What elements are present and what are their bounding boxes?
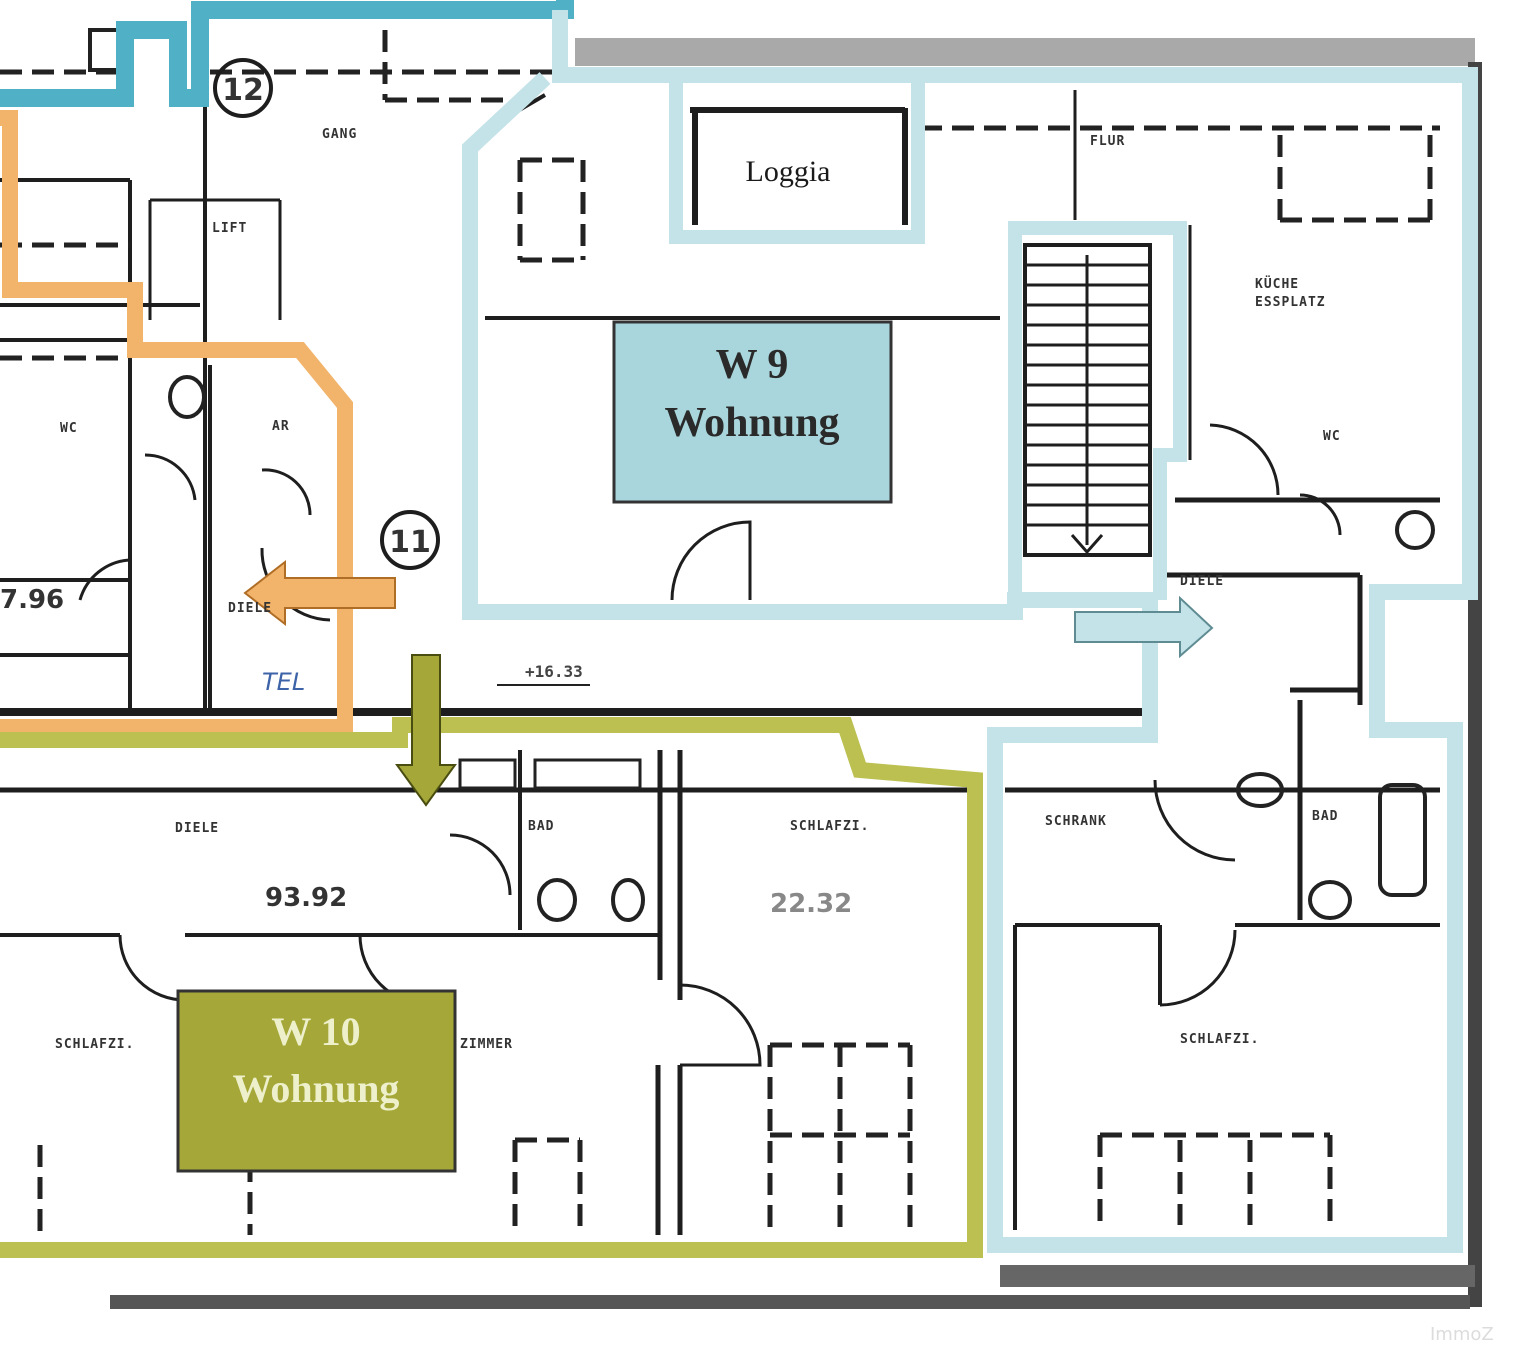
room-label-ar: AR	[272, 419, 290, 434]
room-label-zimmer: ZIMMER	[460, 1037, 513, 1052]
door-w11-a	[78, 558, 131, 601]
shower-icon	[458, 758, 517, 790]
w9-title: W 9	[716, 342, 789, 388]
w9-subtitle: Wohnung	[664, 400, 839, 446]
room-label-schlafzi-w9: SCHLAFZI.	[1180, 1032, 1259, 1047]
tel-label: TEL	[262, 668, 305, 696]
toilet-icon	[1308, 880, 1352, 920]
loggia-outline	[669, 82, 925, 244]
room-label-schlafzi-w10: SCHLAFZI.	[790, 819, 869, 834]
door-bad-w9	[1153, 779, 1236, 862]
level-mark: +16.33	[525, 662, 583, 681]
sink-icon	[611, 878, 645, 922]
room-label-gang: GANG	[322, 127, 357, 142]
room-labels: GANG FLUR KÜCHE ESSPLATZ LIFT WC AR WC D…	[55, 127, 1341, 1052]
w9-box	[612, 320, 893, 504]
outer-walls	[0, 38, 1482, 1309]
dashed-lines	[0, 30, 1440, 1235]
sink-icon	[1236, 772, 1284, 808]
room-label-wc-w9: WC	[1323, 429, 1341, 444]
room-label-diele-w11: DIELE	[228, 601, 272, 616]
room-label-diele-w9: DIELE	[1180, 574, 1224, 589]
room-label-kueche: KÜCHE	[1255, 276, 1299, 292]
w11-entrance-arrow	[243, 559, 396, 627]
toilet-icon	[1395, 510, 1435, 550]
area-w10: 93.92	[265, 883, 347, 913]
south-wall-shadow	[1000, 1265, 1475, 1287]
room-label-flur: FLUR	[1090, 134, 1125, 149]
w12-number: 12	[222, 73, 264, 108]
w11-circle	[380, 510, 440, 570]
door-wohnung-w10	[449, 833, 512, 896]
w9-stair-outline	[1008, 221, 1187, 600]
room-label-schrank: SCHRANK	[1045, 814, 1107, 829]
door-ar	[261, 468, 312, 516]
w9-outline	[462, 10, 1478, 1253]
bathtub-icon	[533, 758, 642, 790]
unit-arrows	[243, 559, 1214, 807]
w9-entrance-arrow	[1074, 595, 1214, 659]
w10-entrance-arrow	[395, 654, 457, 807]
north-wall-shadow	[575, 38, 1475, 66]
shaft-icon	[88, 28, 122, 72]
door-wc-w9-b	[1299, 493, 1342, 536]
staircase	[1023, 243, 1152, 557]
w10-subtitle: Wohnung	[233, 1066, 400, 1111]
unit-circles: 12 11	[213, 58, 440, 570]
fixtures	[88, 28, 1435, 922]
w12-circle	[213, 58, 273, 118]
room-label-bad-w10: BAD	[528, 819, 554, 834]
area-w11: 7.96	[0, 585, 64, 615]
bathtub-icon	[1378, 783, 1427, 897]
toilet-icon	[537, 878, 577, 922]
w9-label-box: W 9 Wohnung	[612, 320, 893, 504]
room-label-bad-w9: BAD	[1312, 809, 1338, 824]
area-schlafzi: 22.32	[770, 889, 852, 919]
toilet-icon	[168, 375, 206, 419]
room-label-essplatz: ESSPLATZ	[1255, 295, 1326, 310]
room-label-diele-w10: DIELE	[175, 821, 219, 836]
unit-outlines	[0, 0, 1478, 1258]
room-label-schlafzi-w10-b: SCHLAFZI.	[55, 1037, 134, 1052]
room-label-lift: LIFT	[212, 221, 247, 236]
room-label-wc: WC	[60, 421, 78, 436]
w10-label-box: W 10 Wohnung	[176, 989, 457, 1173]
door-schlafzi-w10-b	[679, 983, 762, 1067]
door-schlafzi-w10	[118, 934, 186, 1002]
w11-outline	[0, 110, 353, 735]
interior-walls	[0, 30, 1440, 1235]
door-wc-w9	[1209, 423, 1280, 496]
w11-number: 11	[389, 525, 431, 560]
door-schlafzi-w9	[1159, 929, 1237, 1007]
loggia-label: Loggia	[746, 155, 831, 188]
w10-box	[176, 989, 457, 1173]
south-outer-wall	[110, 1295, 1470, 1309]
w10-title: W 10	[271, 1009, 360, 1054]
w10-outline	[0, 717, 983, 1258]
door-w9	[670, 520, 752, 601]
door-wc	[144, 453, 197, 501]
annotations: 93.92 7.96 22.32 +16.33 TEL ImmoZ	[0, 585, 1494, 1345]
watermark: ImmoZ	[1430, 1324, 1494, 1345]
w12-outline	[0, 0, 574, 107]
